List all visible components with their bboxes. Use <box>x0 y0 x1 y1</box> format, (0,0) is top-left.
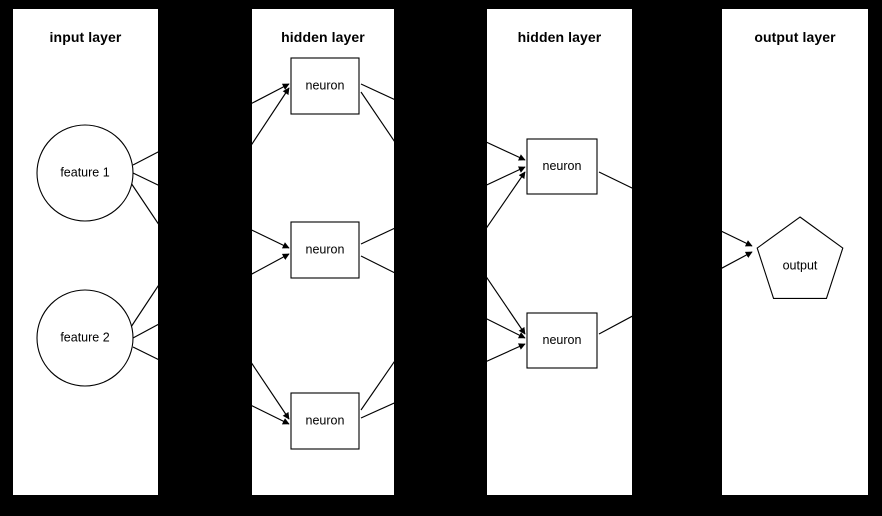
layer-title-input: input layer <box>49 29 122 45</box>
edges-group <box>130 83 753 425</box>
layer-title-output: output layer <box>754 29 836 45</box>
layer-title-hidden-2: hidden layer <box>517 29 602 45</box>
layer-panel-input[interactable]: input layer <box>13 9 158 495</box>
layer-panel-output[interactable]: output layer <box>722 9 868 495</box>
layer-title-hidden-1: hidden layer <box>281 29 365 45</box>
layer-panel-hidden-1[interactable]: hidden layer <box>252 9 394 495</box>
layer-panel-hidden-2[interactable]: hidden layer <box>487 9 632 495</box>
